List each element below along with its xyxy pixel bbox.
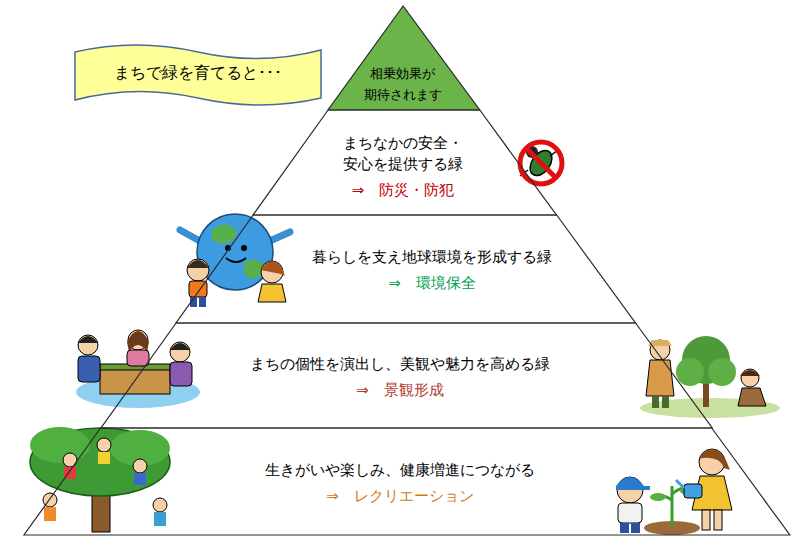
node-label: まちで緑を育てると･･･: [78, 62, 318, 84]
category-label: ⇒ 環境保全: [262, 272, 602, 294]
gardeners: [640, 336, 780, 418]
pyramid-band: まちの個性を演出し、美観や魅力を高める緑 ⇒ 景観形成: [101, 323, 712, 428]
title-banner-shape: [75, 45, 321, 105]
pyramid-band-shape: [24, 428, 790, 535]
pyramid-band-shape: [101, 323, 712, 428]
planting-group: [76, 330, 200, 408]
title-banner: まちで緑を育てると･･･: [73, 42, 323, 108]
pyramid-band-outline: [101, 323, 712, 428]
text-block: まちの個性を演出し、美観や魅力を高める緑 ⇒ 景観形成: [210, 354, 590, 401]
apex-triangle-shape: [328, 6, 480, 110]
tree-with-kids: [30, 427, 170, 532]
text-block: 暮らしを支え地球環境を形成する緑 ⇒ 環境保全: [262, 247, 602, 294]
pyramid-band: 暮らしを支え地球環境を形成する緑 ⇒ 環境保全: [176, 215, 636, 323]
no-crime-sign: [520, 142, 562, 184]
node-label: まちの個性を演出し、美観や魅力を高める緑: [210, 354, 590, 375]
text-block: まちなかの安全・ 安心を提供する緑 ⇒ 防災・防犯: [328, 133, 478, 201]
kids-watering: [616, 449, 732, 535]
text-block: 相乗効果が 期待されます: [355, 63, 451, 105]
apex-triangle: 相乗効果が 期待されます: [328, 6, 480, 110]
pyramid-band-outline: [176, 215, 636, 323]
pyramid-band-shape: [253, 110, 556, 215]
pyramid-band-outline: [24, 428, 790, 535]
node-label: まちなかの安全・ 安心を提供する緑: [328, 133, 478, 175]
node-label: 生きがいや楽しみ、健康増進につながる: [220, 460, 580, 481]
category-label: ⇒ 景観形成: [210, 379, 590, 401]
pyramid-band: まちなかの安全・ 安心を提供する緑 ⇒ 防災・防犯: [253, 110, 556, 215]
node-label: 相乗効果が 期待されます: [355, 63, 451, 105]
node-label: 暮らしを支え地球環境を形成する緑: [262, 247, 602, 268]
category-label: ⇒ レクリエーション: [220, 485, 580, 507]
pyramid-band-shape: [176, 215, 636, 323]
category-label: ⇒ 防災・防犯: [328, 179, 478, 201]
text-block: まちで緑を育てると･･･: [78, 62, 318, 84]
pyramid-band: 生きがいや楽しみ、健康増進につながる ⇒ レクリエーション: [24, 428, 790, 535]
text-block: 生きがいや楽しみ、健康増進につながる ⇒ レクリエーション: [220, 460, 580, 507]
